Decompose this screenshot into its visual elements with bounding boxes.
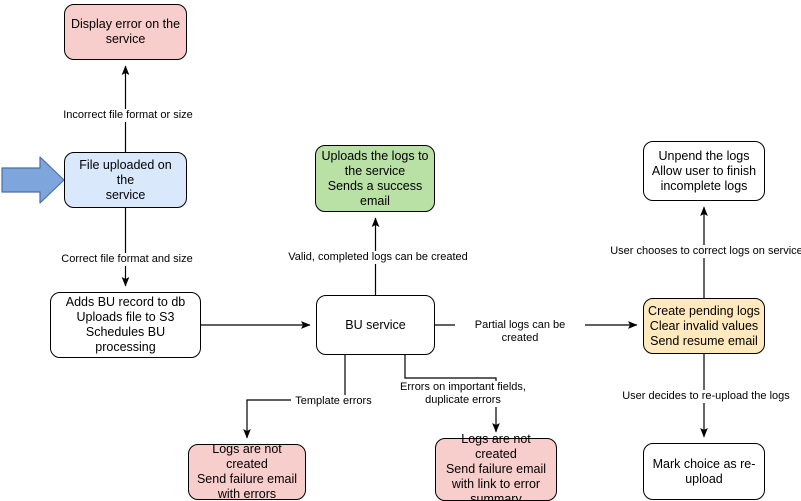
node-bu-service-label: BU service bbox=[345, 317, 406, 332]
edge-label-user-reupload: User decides to re-upload the logs bbox=[618, 390, 794, 403]
edge-label-valid-completed-logs: Valid, completed logs can be created bbox=[286, 251, 470, 264]
edge-label-errors-important-fields: Errors on important fields, duplicate er… bbox=[393, 381, 533, 407]
edge-label-incorrect-format: Incorrect file format or size bbox=[56, 109, 200, 122]
node-file-uploaded[interactable]: File uploaded on the service bbox=[64, 152, 187, 208]
node-adds-bu-record-label: Adds BU record to db Uploads file to S3 … bbox=[65, 295, 186, 354]
entry-arrow bbox=[1, 156, 65, 204]
node-logs-not-created-template[interactable]: Logs are not created Send failure email … bbox=[188, 442, 306, 501]
edge-label-template-errors: Template errors bbox=[291, 395, 376, 408]
node-uploads-logs-label: Uploads the logs to the service Sends a … bbox=[321, 148, 429, 208]
node-uploads-logs[interactable]: Uploads the logs to the service Sends a … bbox=[315, 145, 435, 212]
node-unpend-logs[interactable]: Unpend the logs Allow user to finish inc… bbox=[643, 141, 765, 201]
node-adds-bu-record[interactable]: Adds BU record to db Uploads file to S3 … bbox=[50, 292, 201, 358]
node-file-uploaded-label: File uploaded on the service bbox=[79, 157, 172, 202]
edge-label-correct-format: Correct file format and size bbox=[54, 253, 200, 266]
node-create-pending-logs[interactable]: Create pending logs Clear invalid values… bbox=[643, 298, 765, 354]
node-bu-service[interactable]: BU service bbox=[316, 295, 435, 355]
edge-label-partial-logs: Partial logs can be created bbox=[455, 319, 585, 345]
node-create-pending-logs-label: Create pending logs Clear invalid values… bbox=[648, 303, 760, 348]
node-mark-reupload-label: Mark choice as re- upload bbox=[652, 456, 756, 486]
node-mark-reupload[interactable]: Mark choice as re- upload bbox=[643, 443, 765, 500]
node-display-error-label: Display error on the service bbox=[70, 17, 181, 46]
node-logs-not-created-summary-label: Logs are not created Send failure email … bbox=[445, 432, 547, 501]
node-logs-not-created-template-label: Logs are not created Send failure email … bbox=[196, 442, 298, 501]
node-unpend-logs-label: Unpend the logs Allow user to finish inc… bbox=[651, 148, 757, 193]
node-display-error[interactable]: Display error on the service bbox=[64, 4, 187, 60]
edge-label-user-corrects-logs: User chooses to correct logs on service bbox=[608, 245, 801, 258]
node-logs-not-created-summary[interactable]: Logs are not created Send failure email … bbox=[435, 432, 557, 501]
